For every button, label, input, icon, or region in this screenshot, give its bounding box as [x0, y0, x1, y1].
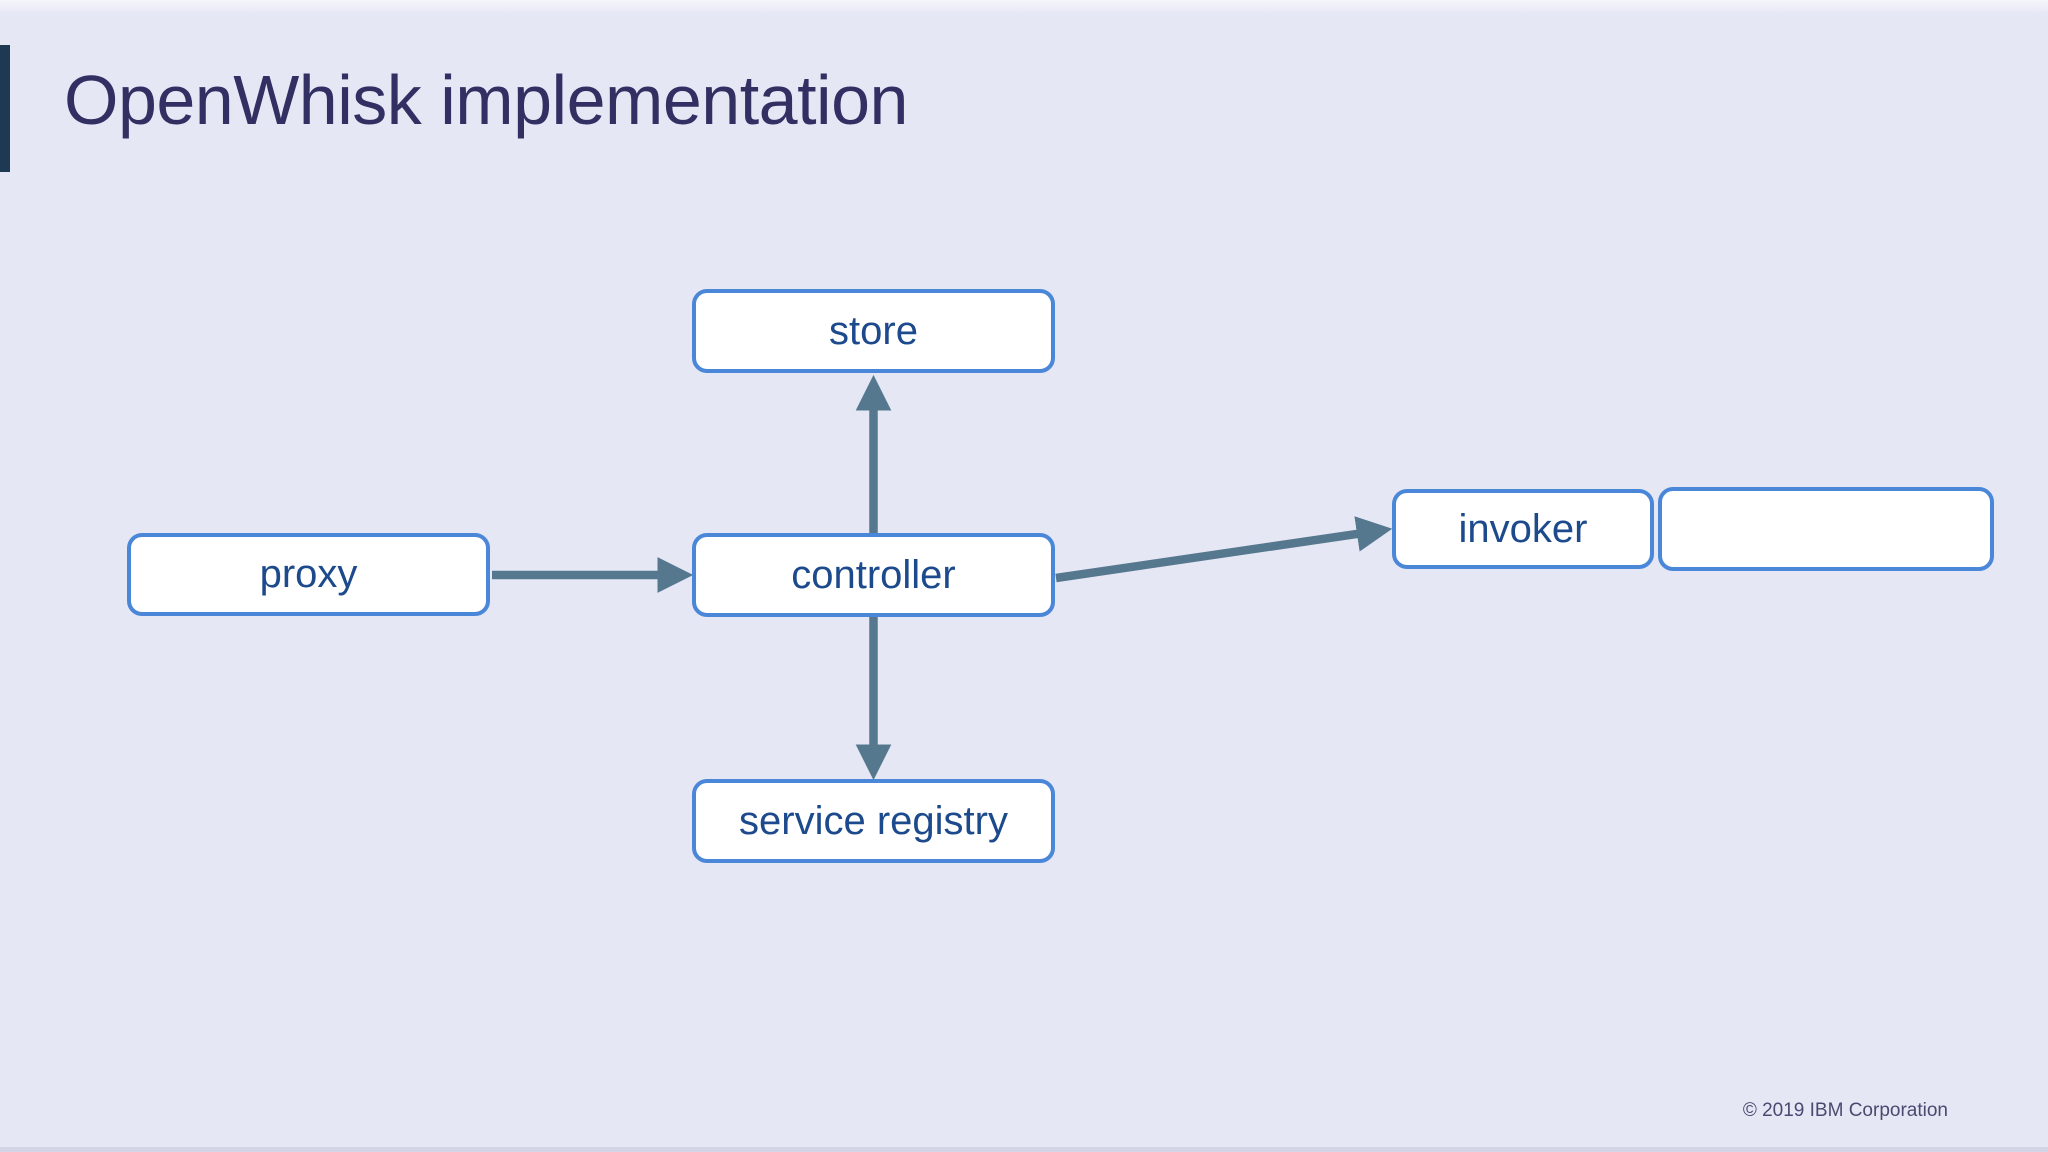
diagram-node-invoker-extra: [1658, 487, 1994, 571]
page-title: OpenWhisk implementation: [64, 61, 908, 139]
diagram-node-service-registry: service registry: [692, 779, 1055, 863]
diagram-node-invoker: invoker: [1392, 489, 1654, 569]
edge-controller-to-invoker: [1055, 516, 1393, 583]
copyright-text: © 2019 IBM Corporation: [1742, 1100, 1948, 1121]
diagram-node-store: store: [692, 289, 1055, 373]
diagram-node-proxy: proxy: [127, 533, 490, 616]
title-accent-bar: [0, 45, 10, 172]
bottom-edge-strip: [0, 1147, 2048, 1152]
diagram-node-controller: controller: [692, 533, 1055, 617]
